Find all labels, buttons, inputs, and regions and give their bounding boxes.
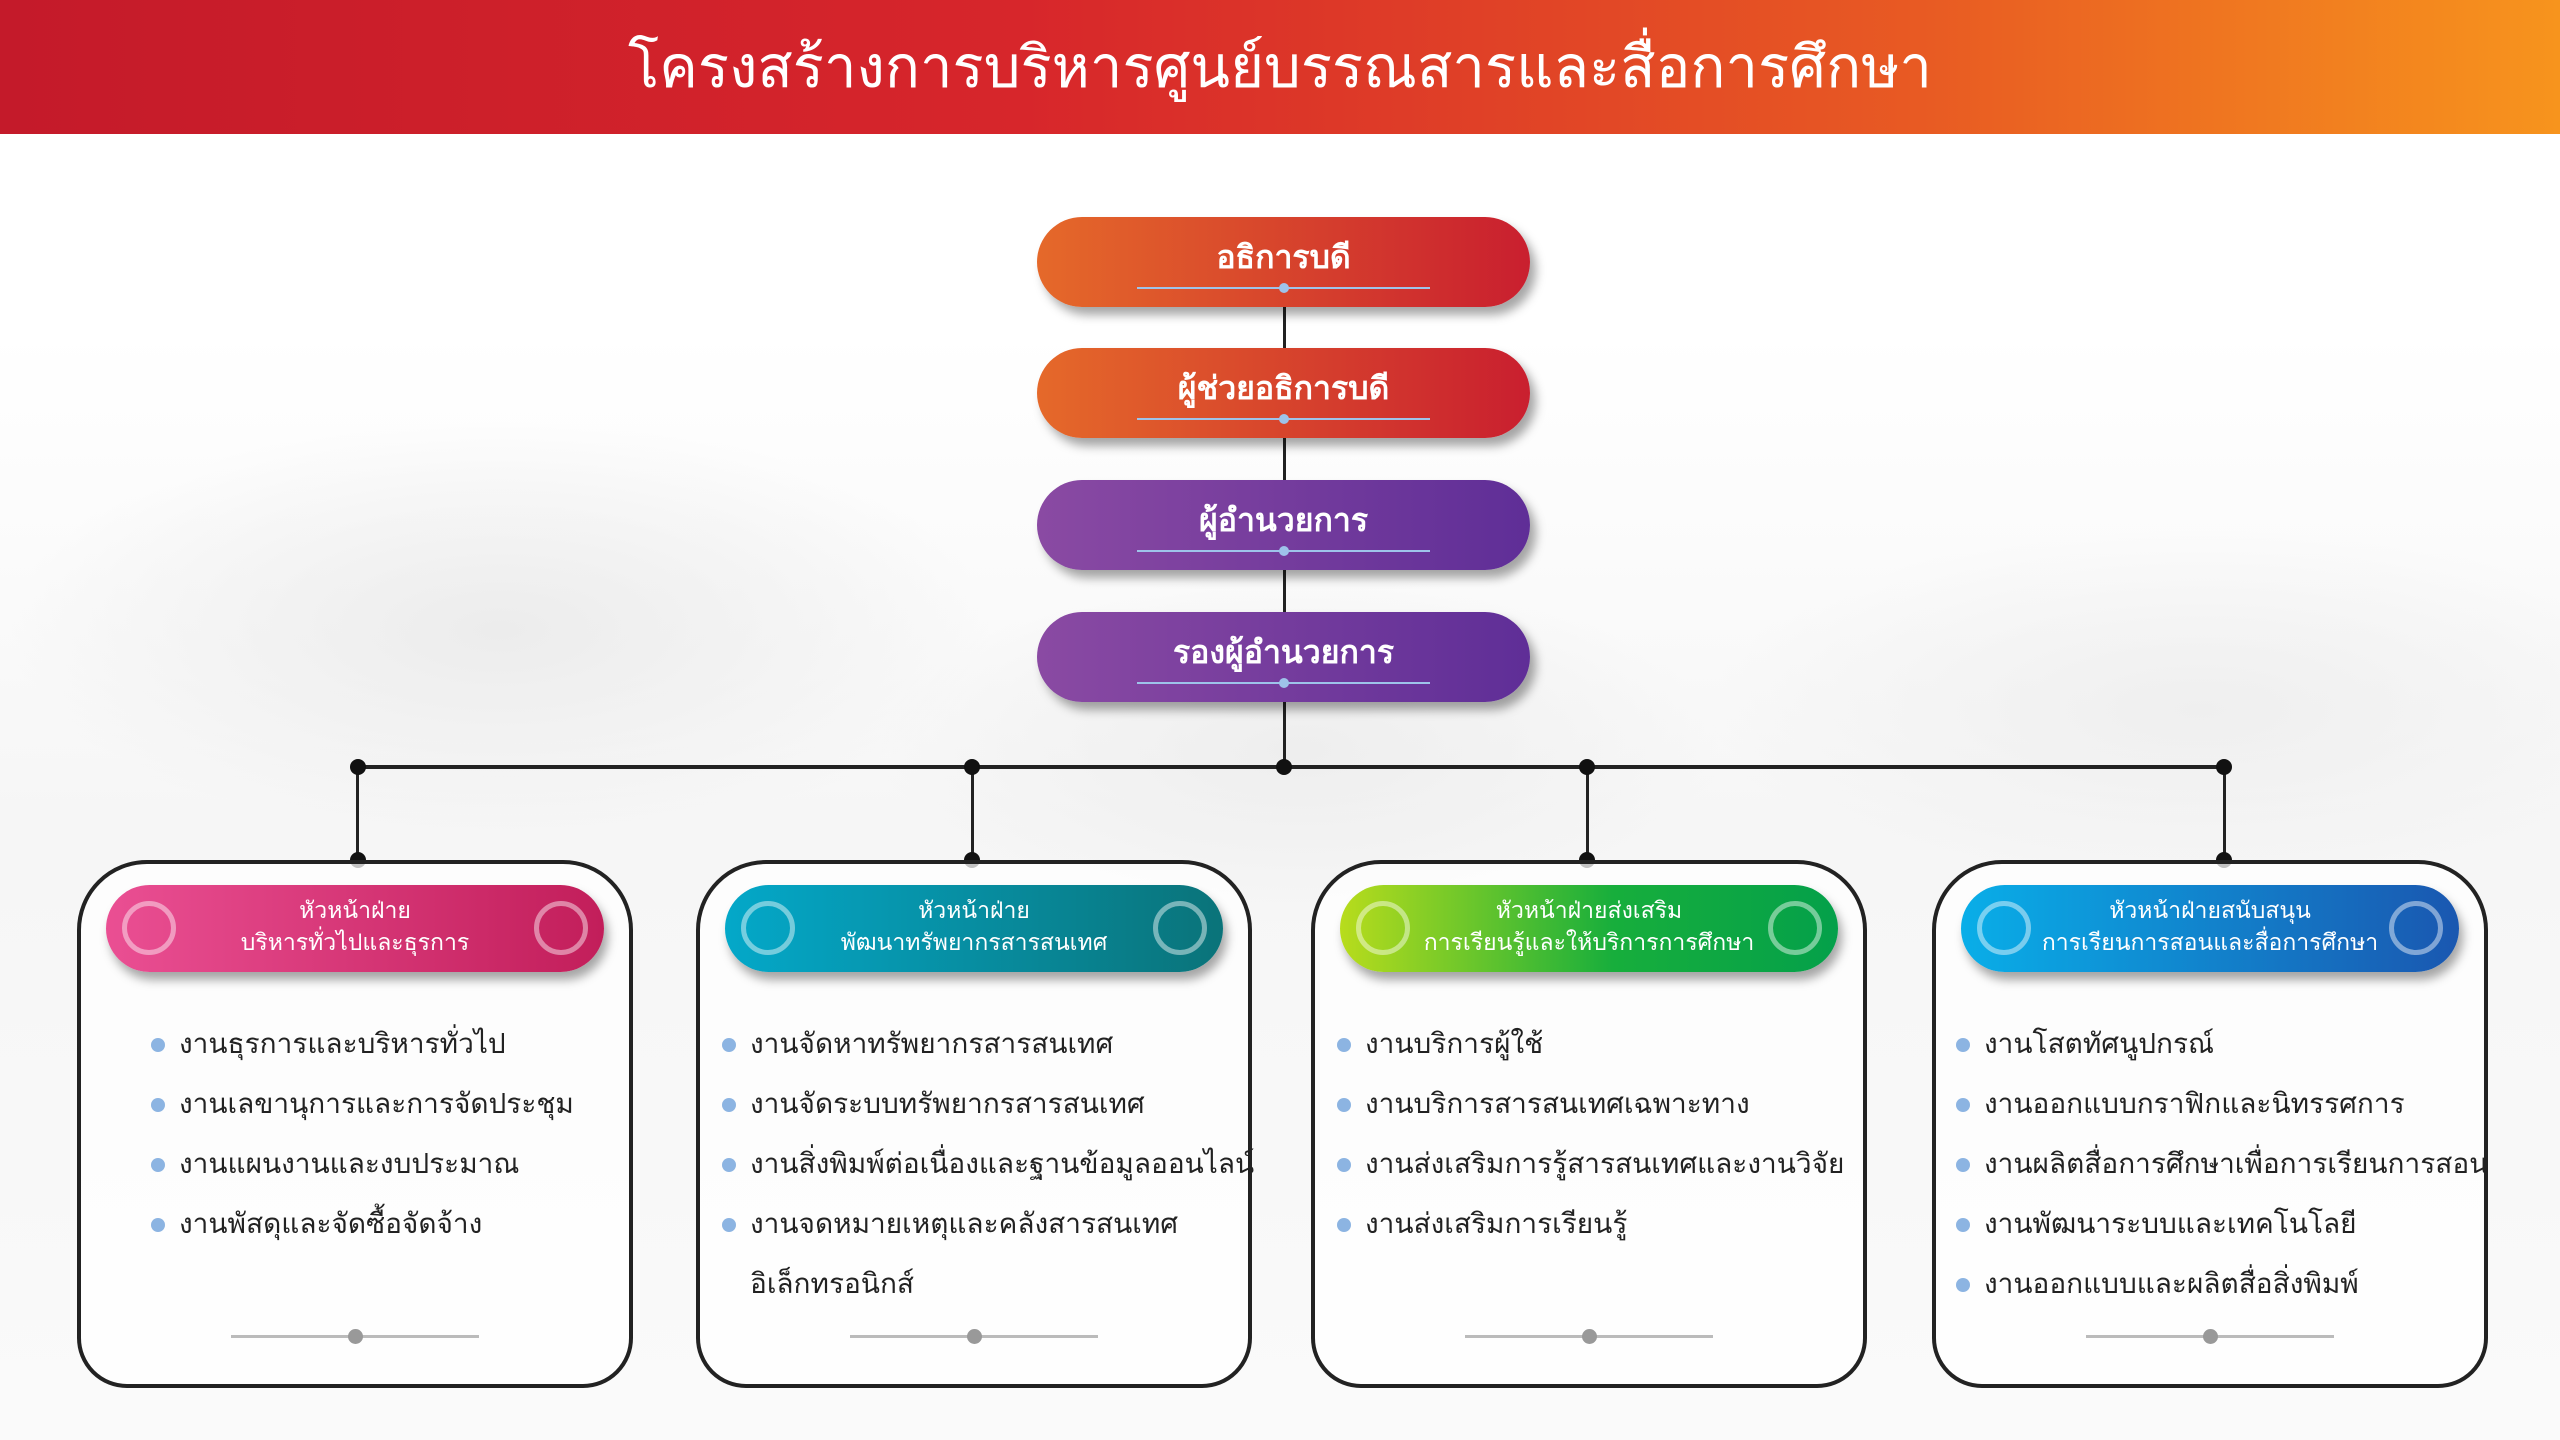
ring-icon <box>122 901 176 955</box>
list-item: งานพัสดุและจัดซื้อจัดจ้าง <box>151 1194 574 1254</box>
connector-node <box>1579 759 1595 775</box>
connector-node <box>2216 759 2232 775</box>
division-title-line2: บริหารทั่วไปและธุรการ <box>240 930 470 956</box>
division-card-learning-services: หัวหน้าฝ่ายส่งเสริม การเรียนรู้และให้บริ… <box>1311 860 1867 1388</box>
connector-node <box>964 759 980 775</box>
division-title-line1: หัวหน้าฝ่าย <box>918 898 1030 924</box>
ring-icon <box>1153 901 1207 955</box>
header-banner <box>0 0 2560 134</box>
list-item: งานออกแบบและผลิตสื่อสิ่งพิมพ์ <box>1956 1254 2488 1314</box>
ring-icon <box>1356 901 1410 955</box>
list-item: งานเลขานุการและการจัดประชุม <box>151 1074 574 1134</box>
connector-drop <box>971 767 974 860</box>
ring-icon <box>1768 901 1822 955</box>
list-item: งานออกแบบกราฟิกและนิทรรศการ <box>1956 1074 2488 1134</box>
decorative-slider <box>1465 1329 1713 1344</box>
division-header: หัวหน้าฝ่าย บริหารทั่วไปและธุรการ <box>106 885 604 972</box>
division-header: หัวหน้าฝ่ายสนับสนุน การเรียนการสอนและสื่… <box>1961 885 2459 972</box>
box-deputy-director: รองผู้อำนวยการ <box>1037 612 1530 702</box>
list-item: งานส่งเสริมการรู้สารสนเทศและงานวิจัย <box>1337 1134 1844 1194</box>
page-title: โครงสร้างการบริหารศูนย์บรรณสารและสื่อการ… <box>627 33 1932 101</box>
decorative-slider <box>231 1329 479 1344</box>
list-item: งานบริการผู้ใช้ <box>1337 1014 1844 1074</box>
task-list: งานธุรการและบริหารทั่วไป งานเลขานุการและ… <box>151 1014 574 1254</box>
division-title-line2: การเรียนการสอนและสื่อการศึกษา <box>2041 930 2379 956</box>
division-card-info-resources: หัวหน้าฝ่าย พัฒนาทรัพยากรสารสนเทศ งานจัด… <box>696 860 1254 1388</box>
division-title-line2: การเรียนรู้และให้บริการการศึกษา <box>1423 930 1755 956</box>
division-card-teaching-support: หัวหน้าฝ่ายสนับสนุน การเรียนการสอนและสื่… <box>1932 860 2488 1388</box>
list-item: งานบริการสารสนเทศเฉพาะทาง <box>1337 1074 1844 1134</box>
division-title-line2: พัฒนาทรัพยากรสารสนเทศ <box>840 930 1108 956</box>
connector-drop <box>356 767 359 860</box>
ring-icon <box>534 901 588 955</box>
connector-node <box>1276 759 1292 775</box>
list-item: งานผลิตสื่อการศึกษาเพื่อการเรียนการสอน <box>1956 1134 2488 1194</box>
connector-node <box>350 759 366 775</box>
connector-drop <box>2223 767 2226 860</box>
list-item: งานสิ่งพิมพ์ต่อเนื่องและฐานข้อมูลออนไลน์ <box>722 1134 1254 1194</box>
connector-drop <box>1586 767 1589 860</box>
box-director: ผู้อำนวยการ <box>1037 480 1530 570</box>
list-item: งานส่งเสริมการเรียนรู้ <box>1337 1194 1844 1254</box>
list-item: งานจดหมายเหตุและคลังสารสนเทศ <box>722 1194 1254 1254</box>
task-list: งานโสตทัศนูปกรณ์ งานออกแบบกราฟิกและนิทรร… <box>1956 1014 2488 1314</box>
list-item: งานแผนงานและงบประมาณ <box>151 1134 574 1194</box>
division-card-general-admin: หัวหน้าฝ่าย บริหารทั่วไปและธุรการ งานธุร… <box>77 860 633 1388</box>
division-header: หัวหน้าฝ่ายส่งเสริม การเรียนรู้และให้บริ… <box>1340 885 1838 972</box>
list-item-continuation: อิเล็กทรอนิกส์ <box>750 1267 914 1300</box>
division-title-line1: หัวหน้าฝ่าย <box>299 898 411 924</box>
box-president: อธิการบดี <box>1037 217 1530 307</box>
box-label: รองผู้อำนวยการ <box>1172 633 1395 671</box>
decorative-slider <box>2086 1329 2334 1344</box>
box-label: อธิการบดี <box>1216 238 1351 276</box>
list-item: งานโสตทัศนูปกรณ์ <box>1956 1014 2488 1074</box>
task-list: งานบริการผู้ใช้ งานบริการสารสนเทศเฉพาะทา… <box>1337 1014 1844 1254</box>
box-label: ผู้ช่วยอธิการบดี <box>1177 369 1390 407</box>
ring-icon <box>741 901 795 955</box>
list-item: งานจัดหาทรัพยากรสารสนเทศ <box>722 1014 1254 1074</box>
list-item: งานจัดระบบทรัพยากรสารสนเทศ <box>722 1074 1254 1134</box>
division-title-line1: หัวหน้าฝ่ายสนับสนุน <box>2109 898 2311 924</box>
task-list: งานจัดหาทรัพยากรสารสนเทศ งานจัดระบบทรัพย… <box>722 1014 1254 1314</box>
ring-icon <box>2389 901 2443 955</box>
box-assistant-president: ผู้ช่วยอธิการบดี <box>1037 348 1530 438</box>
ring-icon <box>1977 901 2031 955</box>
list-item: งานพัฒนาระบบและเทคโนโลยี <box>1956 1194 2488 1254</box>
decorative-slider <box>850 1329 1098 1344</box>
box-label: ผู้อำนวยการ <box>1198 501 1369 539</box>
division-header: หัวหน้าฝ่าย พัฒนาทรัพยากรสารสนเทศ <box>725 885 1223 972</box>
list-item: งานธุรการและบริหารทั่วไป <box>151 1014 574 1074</box>
division-title-line1: หัวหน้าฝ่ายส่งเสริม <box>1495 898 1683 924</box>
